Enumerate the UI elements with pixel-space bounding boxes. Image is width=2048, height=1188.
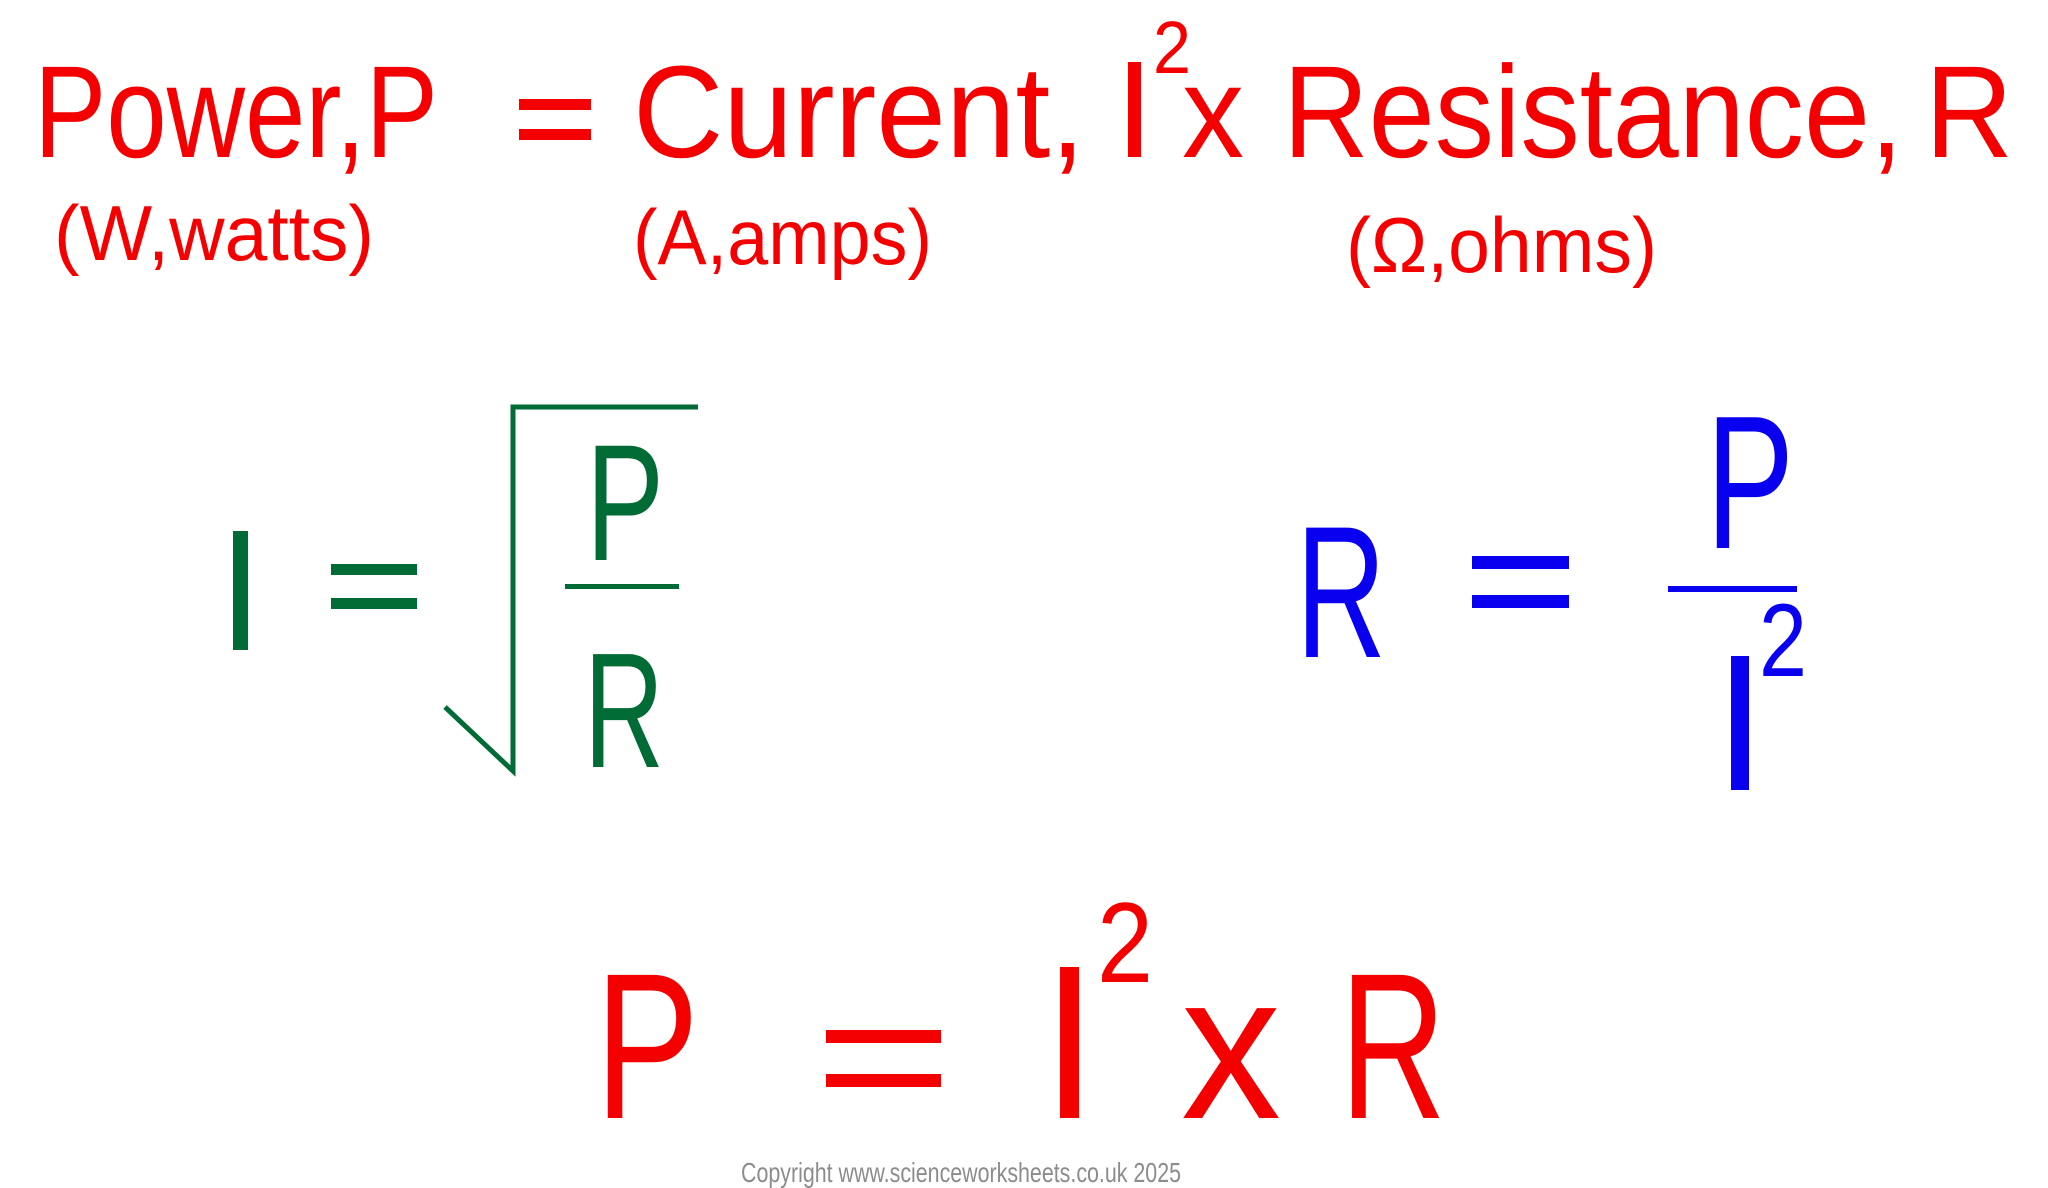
power-formula-lhs: P (595, 931, 699, 1163)
resistance-formula-lhs: R (1296, 487, 1386, 697)
resistance-formula-equals (1472, 556, 1569, 608)
copyright-text: Copyright www.scienceworksheets.co.uk 20… (741, 1157, 1181, 1188)
power-formula-exponent: 2 (1097, 880, 1153, 1007)
power-formula-resistance: R (1340, 931, 1446, 1163)
title-exponent: 2 (1153, 6, 1191, 89)
power-unit: (W,watts) (54, 189, 374, 277)
resistance-formula-numerator: P (1706, 377, 1794, 589)
resistance-formula-exponent: 2 (1759, 583, 1807, 699)
power-formula-times: x (1181, 931, 1281, 1163)
resistance-unit: (Ω,ohms) (1346, 201, 1657, 289)
resistance-formula: R P 2 (1296, 377, 1807, 790)
units-row: (W,watts) (A,amps) (Ω,ohms) (54, 189, 1657, 289)
power-formula: P 2 x R (595, 880, 1446, 1163)
resistance-formula-fraction-bar (1668, 586, 1797, 592)
title-resistance-label: Resistance, (1283, 38, 1903, 185)
current-formula-numerator: P (586, 411, 664, 596)
title-equation: Power,P Current, 2 x Resistance, R (34, 6, 2013, 185)
title-current-symbol (1128, 62, 1141, 157)
current-formula-fraction-bar (565, 584, 679, 589)
power-formula-current (1060, 967, 1079, 1118)
square-root-icon (443, 404, 698, 777)
current-unit: (A,amps) (633, 193, 932, 281)
title-current-label: Current, (633, 38, 1085, 185)
title-resistance-symbol: R (1925, 38, 2013, 185)
title-equals-sign (519, 99, 591, 140)
title-power-label: Power,P (34, 38, 438, 185)
current-formula-equals (331, 564, 417, 609)
resistance-formula-denominator (1731, 656, 1749, 790)
power-formula-equals (826, 1030, 941, 1087)
current-formula: P R (233, 404, 698, 802)
current-formula-denominator: R (584, 619, 664, 802)
title-times: x (1182, 38, 1244, 185)
current-formula-lhs (233, 531, 248, 650)
